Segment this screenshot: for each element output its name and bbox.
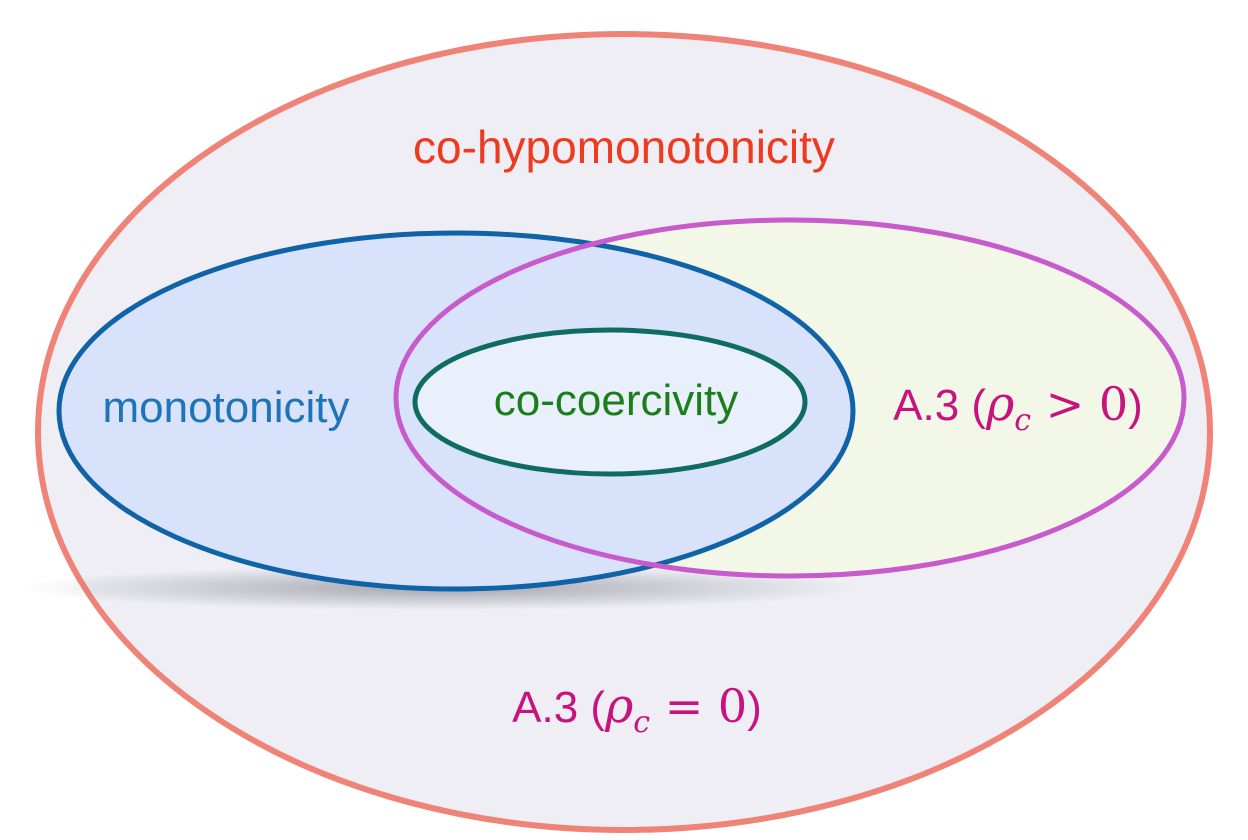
monotonicity-boundary <box>56 230 856 592</box>
assumption-positive-boundary <box>393 217 1187 579</box>
co-coercivity-label: co-coercivity <box>494 376 739 425</box>
monotonicity-label: monotonicity <box>102 383 349 432</box>
assumption-positive-label: A.3 (ρc > 0) <box>893 376 1143 438</box>
assumption-zero-label: A.3 (ρc = 0) <box>512 678 762 740</box>
co-coercivity-region <box>412 327 808 477</box>
co-hypomonotonicity-label: co-hypomonotonicity <box>413 121 835 173</box>
